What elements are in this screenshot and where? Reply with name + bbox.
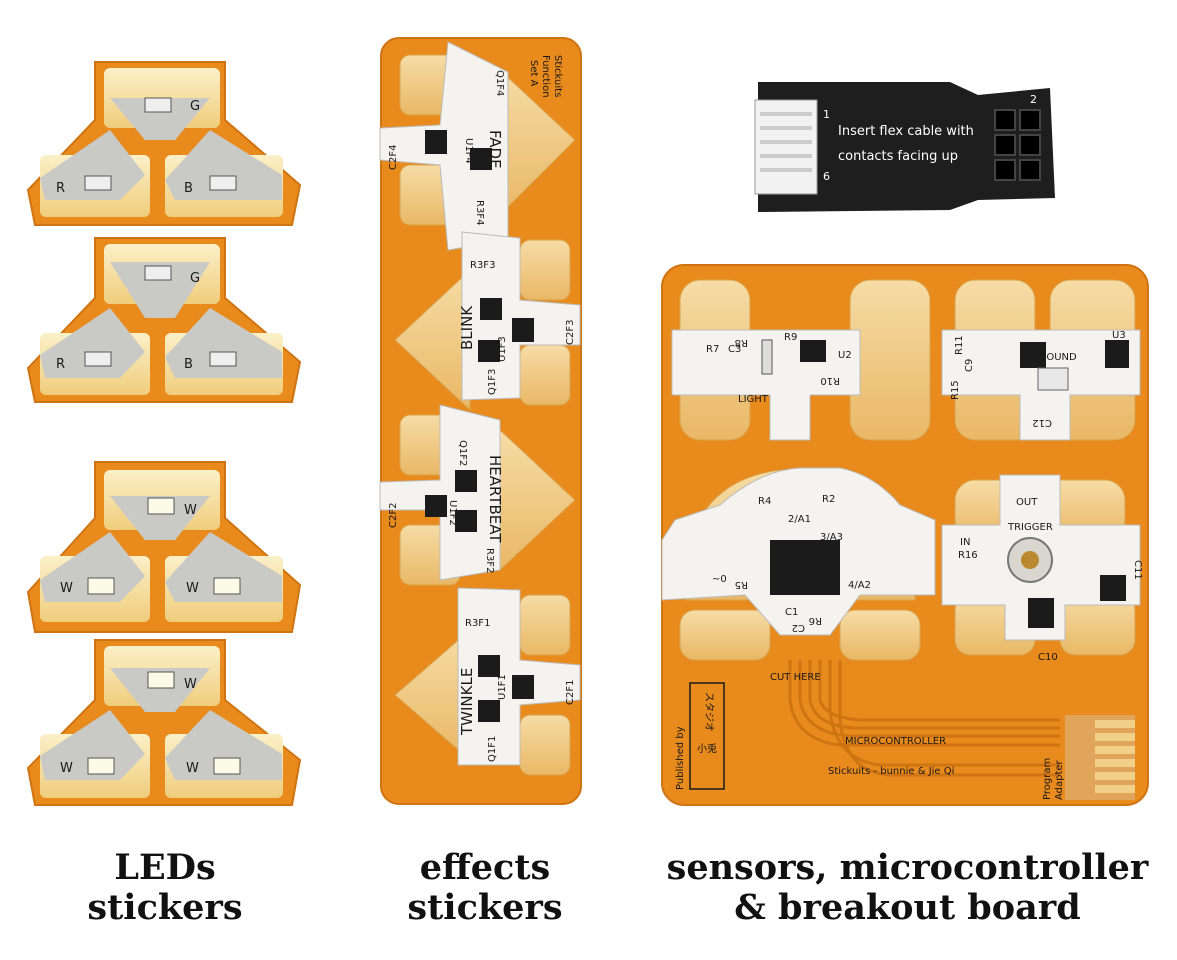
caption-effects-line-2: stickers xyxy=(407,887,563,928)
part-r8: R8 xyxy=(735,337,748,348)
caption-sensors: sensors, microcontroller & breakout boar… xyxy=(655,848,1160,928)
led-label-w-5: W xyxy=(60,761,73,776)
led-sticker-set-rgb-2 xyxy=(26,237,302,403)
led-sticker-set-white-2 xyxy=(26,639,302,806)
micro-r5: R5 xyxy=(735,579,748,590)
trigger-out: OUT xyxy=(1016,497,1038,508)
adapter-pin-6: 6 xyxy=(823,170,830,183)
part-u3: U3 xyxy=(1112,330,1126,341)
caption-sensors-line-1: sensors, microcontroller xyxy=(666,847,1149,888)
part-c9: C9 xyxy=(964,359,975,372)
caption-leds: LEDs stickers xyxy=(60,848,270,928)
part-r3f4: R3F4 xyxy=(474,200,485,225)
part-r10: R10 xyxy=(820,375,840,386)
caption-leds-line-2: stickers xyxy=(87,887,243,928)
adapter-pin-2: 2 xyxy=(1030,93,1037,106)
micro-r4: R4 xyxy=(758,496,771,507)
adapter-text-line-1: Insert flex cable with xyxy=(838,124,974,139)
program-adapter: Insert flex cable with contacts facing u… xyxy=(754,82,1055,212)
trigger-label: TRIGGER xyxy=(1007,522,1053,533)
part-r9: R9 xyxy=(784,332,797,343)
effect-name-blink: BLINK xyxy=(458,305,476,350)
effects-stickers: FADE BLINK HEARTBEAT TWINKLE C2F4 Q1F4 U… xyxy=(379,37,582,805)
trigger-in: IN xyxy=(960,537,970,548)
led-label-g-1: G xyxy=(190,99,200,114)
studio-logo-box xyxy=(689,682,725,790)
led-label-w-6: W xyxy=(186,761,199,776)
part-u1f4: U1F4 xyxy=(463,138,474,164)
micro-pin-2a1: 2/A1 xyxy=(788,514,811,525)
micro-c2: C2 xyxy=(792,622,805,633)
led-label-w-1: W xyxy=(184,503,197,518)
part-r3f2: R3F2 xyxy=(484,548,495,573)
micro-pin-3a3: 3/A3 xyxy=(820,532,843,543)
part-q1f3: Q1F3 xyxy=(487,369,498,395)
micro-pin-0: ~0 xyxy=(712,574,727,585)
studio-label: スタジオ xyxy=(703,692,715,732)
part-r11: R11 xyxy=(954,335,965,355)
led-label-b-1: B xyxy=(184,181,193,196)
part-r3f1: R3F1 xyxy=(465,618,490,629)
part-c3: C3 xyxy=(728,344,741,355)
trigger-r16: R16 xyxy=(958,550,978,561)
adapter-text-line-2: contacts facing up xyxy=(838,149,958,164)
micro-pin-4a2: 4/A2 xyxy=(848,580,871,591)
caption-effects-line-1: effects xyxy=(419,847,551,888)
led-label-b-2: B xyxy=(184,357,193,372)
micro-r2: R2 xyxy=(822,494,835,505)
part-u1f1: U1F1 xyxy=(497,674,508,700)
led-label-g-2: G xyxy=(190,271,200,286)
part-q1f1: Q1F1 xyxy=(487,736,498,762)
cut-here-label: CUT HERE xyxy=(770,672,821,683)
trigger-c11: C11 xyxy=(1132,560,1143,580)
effect-name-twinkle: TWINKLE xyxy=(458,668,476,736)
sensor-light-label: LIGHT xyxy=(738,394,769,405)
micro-c1: C1 xyxy=(785,607,798,618)
part-c2f4: C2F4 xyxy=(388,145,399,170)
microcontroller-label: MICROCONTROLLER xyxy=(845,736,946,747)
credits-label: Stickuits - bunnie & Jie Qi xyxy=(828,766,954,777)
studio-logo: 小兎 xyxy=(697,743,717,755)
led-label-w-4: W xyxy=(184,677,197,692)
part-c2f1: C2F1 xyxy=(565,680,576,705)
strip-corner-line-1: Stickuits xyxy=(552,55,563,97)
sensor-sound-label: SOUND xyxy=(1040,352,1077,363)
part-q1f2: Q1F2 xyxy=(457,440,468,466)
part-u2: U2 xyxy=(838,350,852,361)
caption-leds-line-1: LEDs xyxy=(114,847,216,888)
effect-name-fade: FADE xyxy=(486,130,504,169)
led-label-r-1: R xyxy=(56,181,65,196)
led-stickers: G R B G R B W W W W W W xyxy=(26,61,302,806)
adapter-pin-1: 1 xyxy=(823,108,830,121)
program-label-2: Adapter xyxy=(1054,759,1065,800)
led-sticker-set-rgb-1 xyxy=(26,61,302,226)
trigger-c10: C10 xyxy=(1038,652,1058,663)
part-u1f3: U1F3 xyxy=(497,336,508,362)
led-label-w-2: W xyxy=(60,581,73,596)
part-u1f2: U1F2 xyxy=(447,500,458,526)
part-c2f3: C2F3 xyxy=(565,320,576,345)
strip-corner-line-2: Function xyxy=(540,55,551,98)
part-r15: R15 xyxy=(950,380,961,400)
part-c12: C12 xyxy=(1032,417,1052,428)
micro-r6: R6 xyxy=(809,615,822,626)
effect-name-heartbeat: HEARTBEAT xyxy=(486,455,504,543)
program-label-1: Program xyxy=(1042,758,1053,800)
led-label-r-2: R xyxy=(56,357,65,372)
part-r3f3: R3F3 xyxy=(470,260,495,271)
sensor-board: LIGHT R7 C3 R8 R9 U2 R10 SOUND R11 U3 R1… xyxy=(661,264,1149,806)
strip-corner-line-3: Set A xyxy=(528,60,539,87)
part-r7: R7 xyxy=(706,344,719,355)
published-by-label: Published by xyxy=(675,726,686,790)
led-sticker-set-white-1 xyxy=(26,461,302,633)
led-label-w-3: W xyxy=(186,581,199,596)
caption-sensors-line-2: & breakout board xyxy=(734,887,1081,928)
part-q1f4: Q1F4 xyxy=(494,70,505,96)
caption-effects: effects stickers xyxy=(390,848,580,928)
part-c2f2: C2F2 xyxy=(388,503,399,528)
